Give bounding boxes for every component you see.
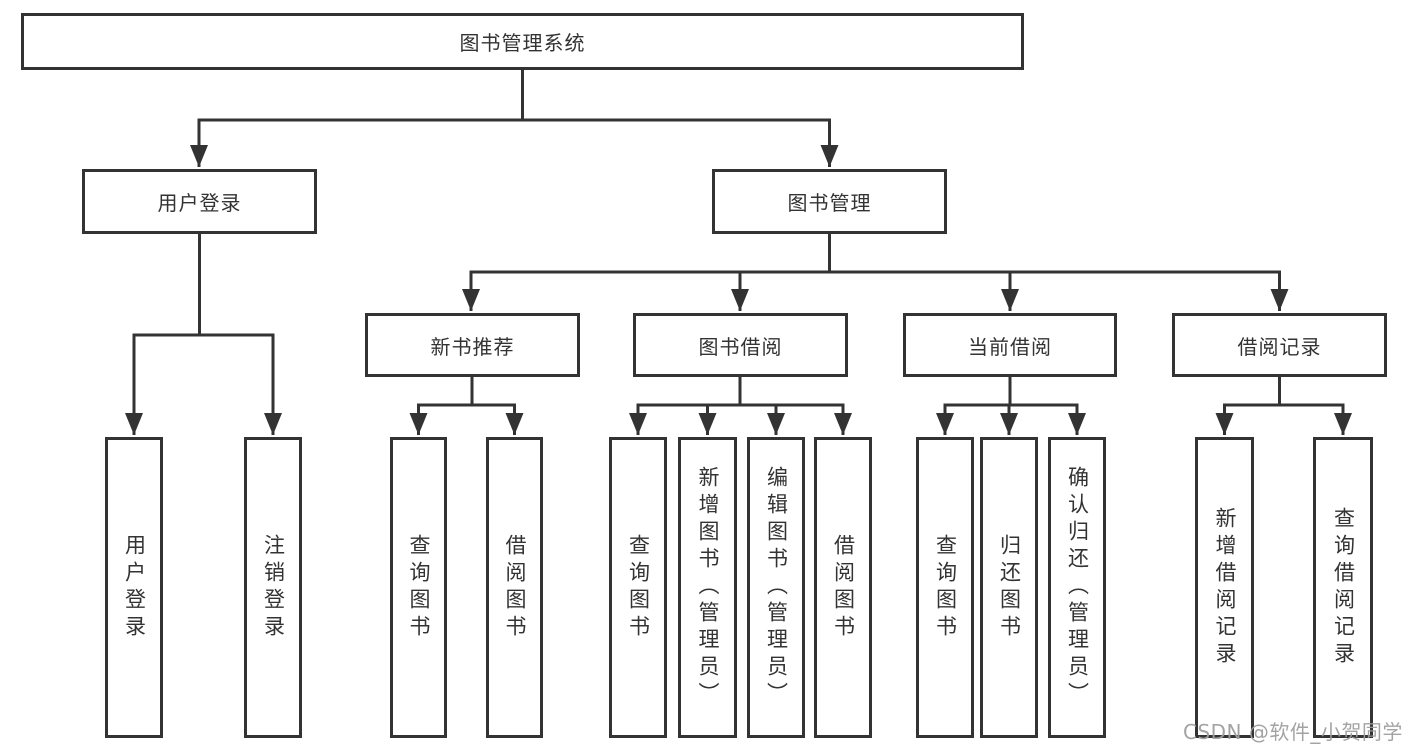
- watermark-text: CSDN @软件_小贺同学: [1183, 720, 1403, 744]
- node-book-borrow: 图书借阅: [633, 313, 848, 377]
- leaf-records-add-record: 新增借阅记录: [1195, 437, 1254, 738]
- leaf-borrow-edit-books-admin: 编辑图书（管理员）: [747, 437, 805, 738]
- leaf-user-login: 用户登录: [105, 437, 163, 738]
- node-borrow-records: 借阅记录: [1172, 313, 1387, 377]
- connector-group: [125, 69, 1352, 435]
- leaf-current-return-books: 归还图书: [980, 437, 1038, 738]
- leaf-borrow-add-books-admin: 新增图书（管理员）: [678, 437, 737, 738]
- node-root: 图书管理系统: [21, 13, 1024, 70]
- node-current-borrow: 当前借阅: [903, 313, 1117, 377]
- leaf-recommend-query-books: 查询图书: [390, 437, 447, 738]
- leaf-records-query-record: 查询借阅记录: [1313, 437, 1373, 738]
- leaf-borrow-borrow-books: 借阅图书: [814, 437, 872, 738]
- leaf-current-query-books: 查询图书: [916, 437, 974, 738]
- leaf-borrow-query-books: 查询图书: [609, 437, 667, 738]
- leaf-recommend-borrow-books: 借阅图书: [486, 437, 543, 738]
- node-new-book-recommend: 新书推荐: [365, 313, 580, 377]
- leaf-logout-login: 注销登录: [244, 437, 302, 738]
- node-book-management: 图书管理: [712, 169, 947, 234]
- node-user-login: 用户登录: [82, 169, 317, 234]
- leaf-current-confirm-return-admin: 确认归还（管理员）: [1048, 437, 1106, 738]
